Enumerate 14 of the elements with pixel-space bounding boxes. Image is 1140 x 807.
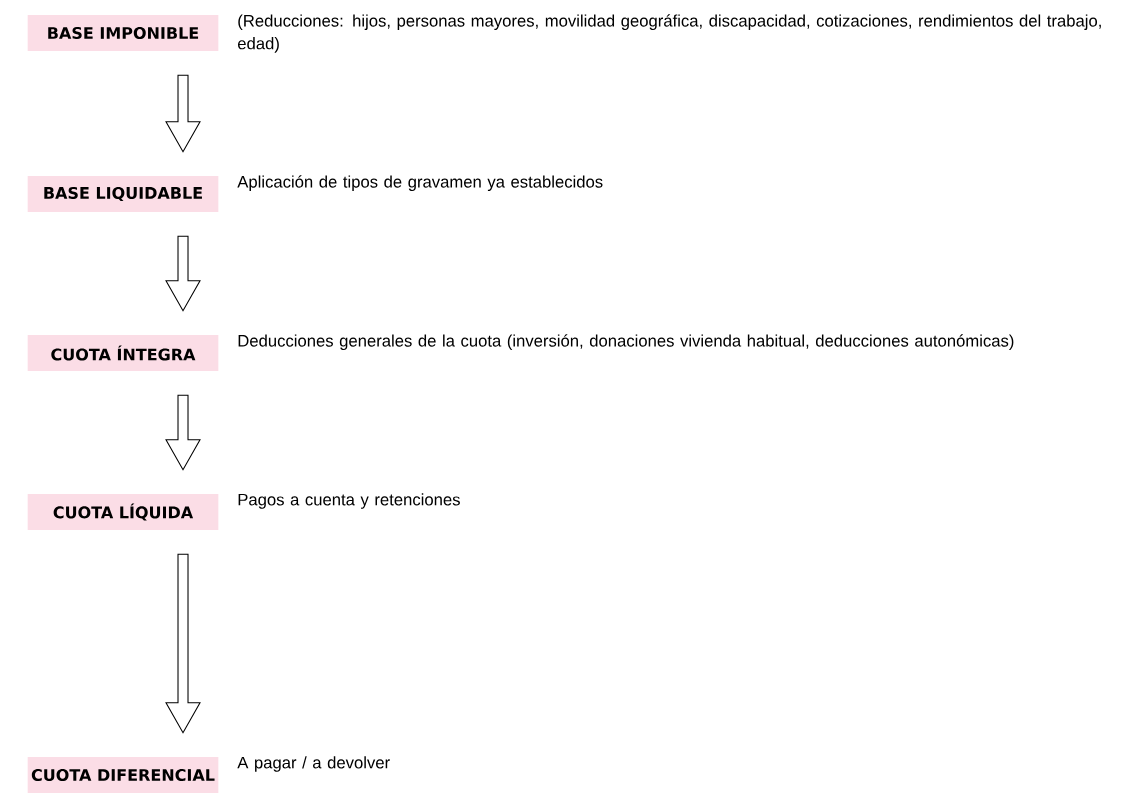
- description-text: Pagos a cuenta y retenciones: [238, 493, 460, 509]
- stage-box: BASE IMPONIBLE: [27, 15, 219, 51]
- stage-box: CUOTA DIFERENCIAL: [27, 757, 219, 793]
- stage-box: CUOTA ÍNTEGRA: [27, 335, 219, 371]
- stage-box: BASE LIQUIDABLE: [27, 176, 219, 212]
- description-text: Deducciones generales de la cuota (inversión, donaciones vivienda habitual, deducciones autonómicas): [238, 334, 1014, 350]
- hollow-arrow: [165, 74, 201, 153]
- description-text: (Reducciones: hijos, personas mayores, movilidad geográfica, discapacidad, cotizaciones, rendimientos del trabajo, edad): [238, 14, 1101, 53]
- stage-box: CUOTA LÍQUIDA: [27, 494, 219, 530]
- hollow-arrow: [165, 553, 201, 734]
- description-text: Aplicación de tipos de gravamen ya establecidos: [237, 175, 603, 191]
- hollow-arrow: [165, 235, 201, 312]
- hollow-arrow: [165, 394, 201, 471]
- description-text: A pagar / a devolver: [237, 756, 390, 772]
